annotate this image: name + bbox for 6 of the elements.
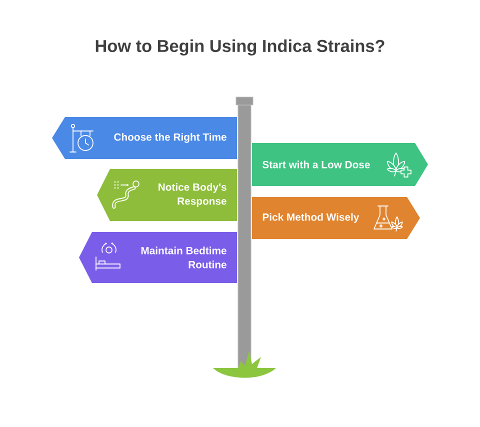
arrow-sign: Start with a Low Dose <box>252 143 428 186</box>
arrow-sign: Pick Method Wisely <box>252 197 420 239</box>
arrow-sign: Choose the Right Time <box>52 117 237 159</box>
arrow-sign: Notice Body's Response <box>97 169 237 221</box>
title: How to Begin Using Indica Strains? <box>96 39 384 56</box>
arrow-sign: Maintain Bedtime Routine <box>79 232 237 283</box>
